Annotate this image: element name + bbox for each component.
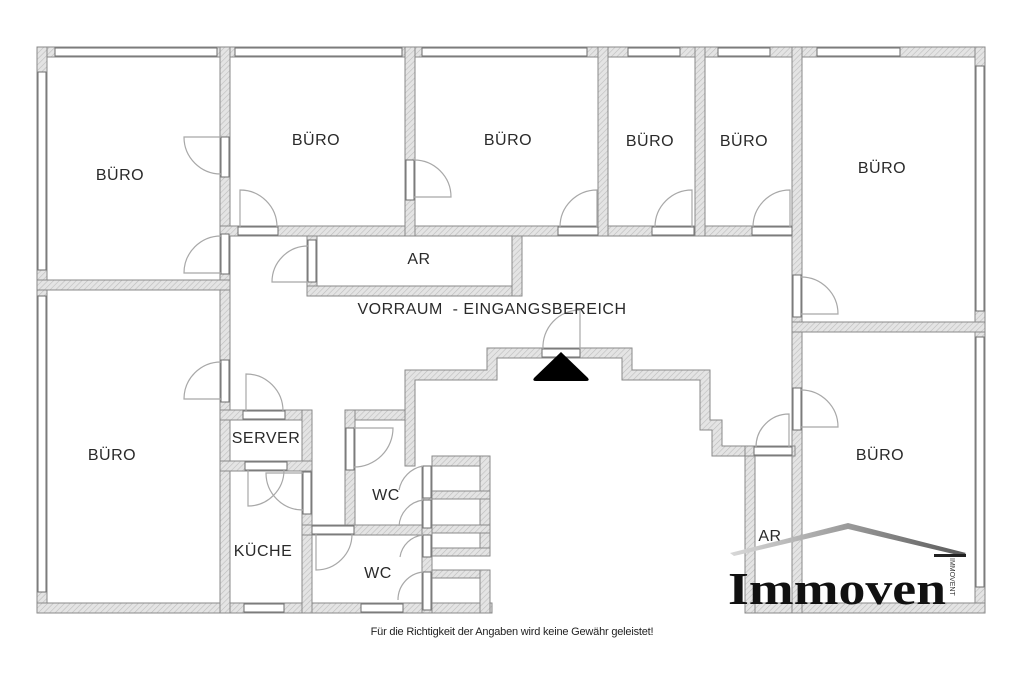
room-label-buero-1: BÜRO <box>96 166 144 184</box>
doors <box>183 136 839 611</box>
entrance-triangle-icon <box>533 352 589 381</box>
windows <box>37 47 985 613</box>
room-label-wc-1: WC <box>372 487 400 504</box>
room-label-buero-7: BÜRO <box>88 446 136 464</box>
room-labels: BÜRO BÜRO BÜRO BÜRO BÜRO BÜRO BÜRO BÜRO … <box>88 131 906 582</box>
room-label-buero-8: BÜRO <box>856 446 904 464</box>
room-label-buero-5: BÜRO <box>720 132 768 150</box>
logo-wordmark: Immoven <box>728 563 946 614</box>
logo-small-text: IMMOVENT <box>948 558 955 596</box>
room-label-kueche: KÜCHE <box>234 542 293 560</box>
disclaimer-text: Für die Richtigkeit der Angaben wird kei… <box>370 626 654 638</box>
immoven-logo: Immoven IMMOVENT <box>728 523 966 614</box>
room-label-vorraum: VORRAUM - EINGANGSBEREICH <box>357 301 626 318</box>
room-label-wc-2: WC <box>364 565 392 582</box>
room-label-buero-4: BÜRO <box>626 132 674 150</box>
room-label-buero-6: BÜRO <box>858 159 906 177</box>
room-label-buero-3: BÜRO <box>484 131 532 149</box>
room-label-buero-2: BÜRO <box>292 131 340 149</box>
room-label-ar-2: AR <box>758 528 781 545</box>
room-label-ar-1: AR <box>407 251 430 268</box>
room-label-server: SERVER <box>232 430 301 447</box>
